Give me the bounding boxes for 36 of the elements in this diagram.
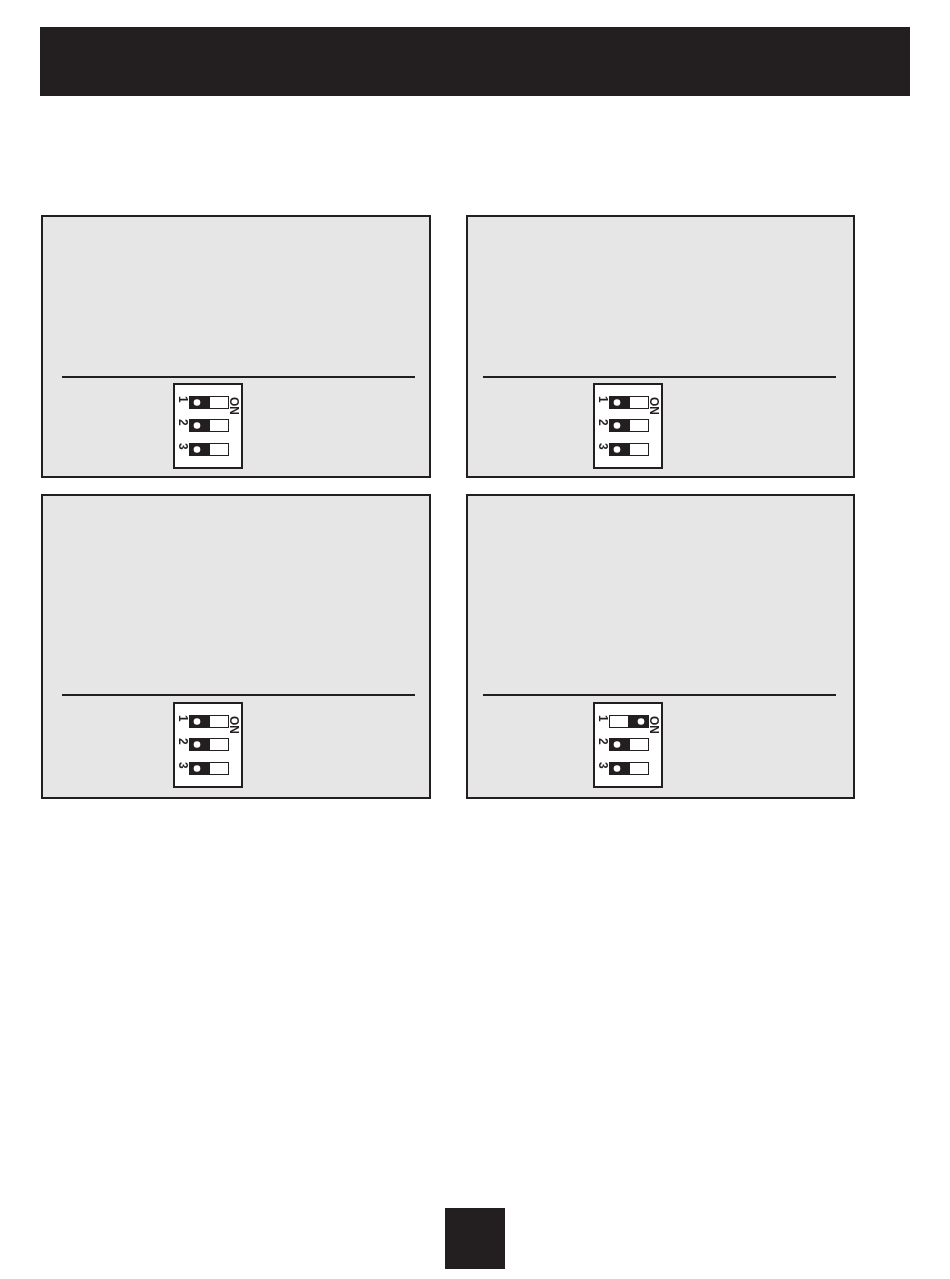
switch-number: 1 [177, 396, 189, 403]
dip-switch-toggle [609, 443, 649, 456]
switch-on-label: ON [228, 397, 240, 415]
dip-switch-toggle [609, 762, 649, 775]
switch-on-label: ON [648, 716, 660, 734]
switch-on-label: ON [228, 716, 240, 734]
dip-switch-toggle [189, 396, 229, 409]
dip-switch-toggle [609, 419, 649, 432]
dip-switch-toggle [189, 715, 229, 728]
info-panel [41, 494, 431, 799]
dip-switch-housing [173, 383, 243, 469]
dip-switch-housing [593, 383, 663, 469]
switch-number: 3 [597, 762, 609, 769]
switch-number: 1 [177, 715, 189, 722]
dip-switch-housing [593, 702, 663, 788]
switch-number: 3 [597, 443, 609, 450]
info-panel [466, 494, 855, 799]
dip-switch-toggle [189, 738, 229, 751]
switch-number: 2 [177, 419, 189, 426]
switch-number: 1 [597, 715, 609, 722]
dip-switch-toggle [609, 396, 649, 409]
switch-number: 1 [597, 396, 609, 403]
dip-switch-toggle [189, 419, 229, 432]
switch-number: 3 [177, 443, 189, 450]
switch-number: 2 [177, 738, 189, 745]
switch-number: 2 [597, 419, 609, 426]
dip-switch-toggle [609, 738, 649, 751]
switch-number: 3 [177, 762, 189, 769]
switch-on-label: ON [648, 397, 660, 415]
dip-switch-toggle [189, 443, 229, 456]
info-panel [466, 215, 855, 478]
dip-switch-toggle [189, 762, 229, 775]
switch-number: 2 [597, 738, 609, 745]
dip-switch-housing [173, 702, 243, 788]
info-panel [41, 215, 431, 478]
dip-switch-toggle [609, 715, 649, 728]
